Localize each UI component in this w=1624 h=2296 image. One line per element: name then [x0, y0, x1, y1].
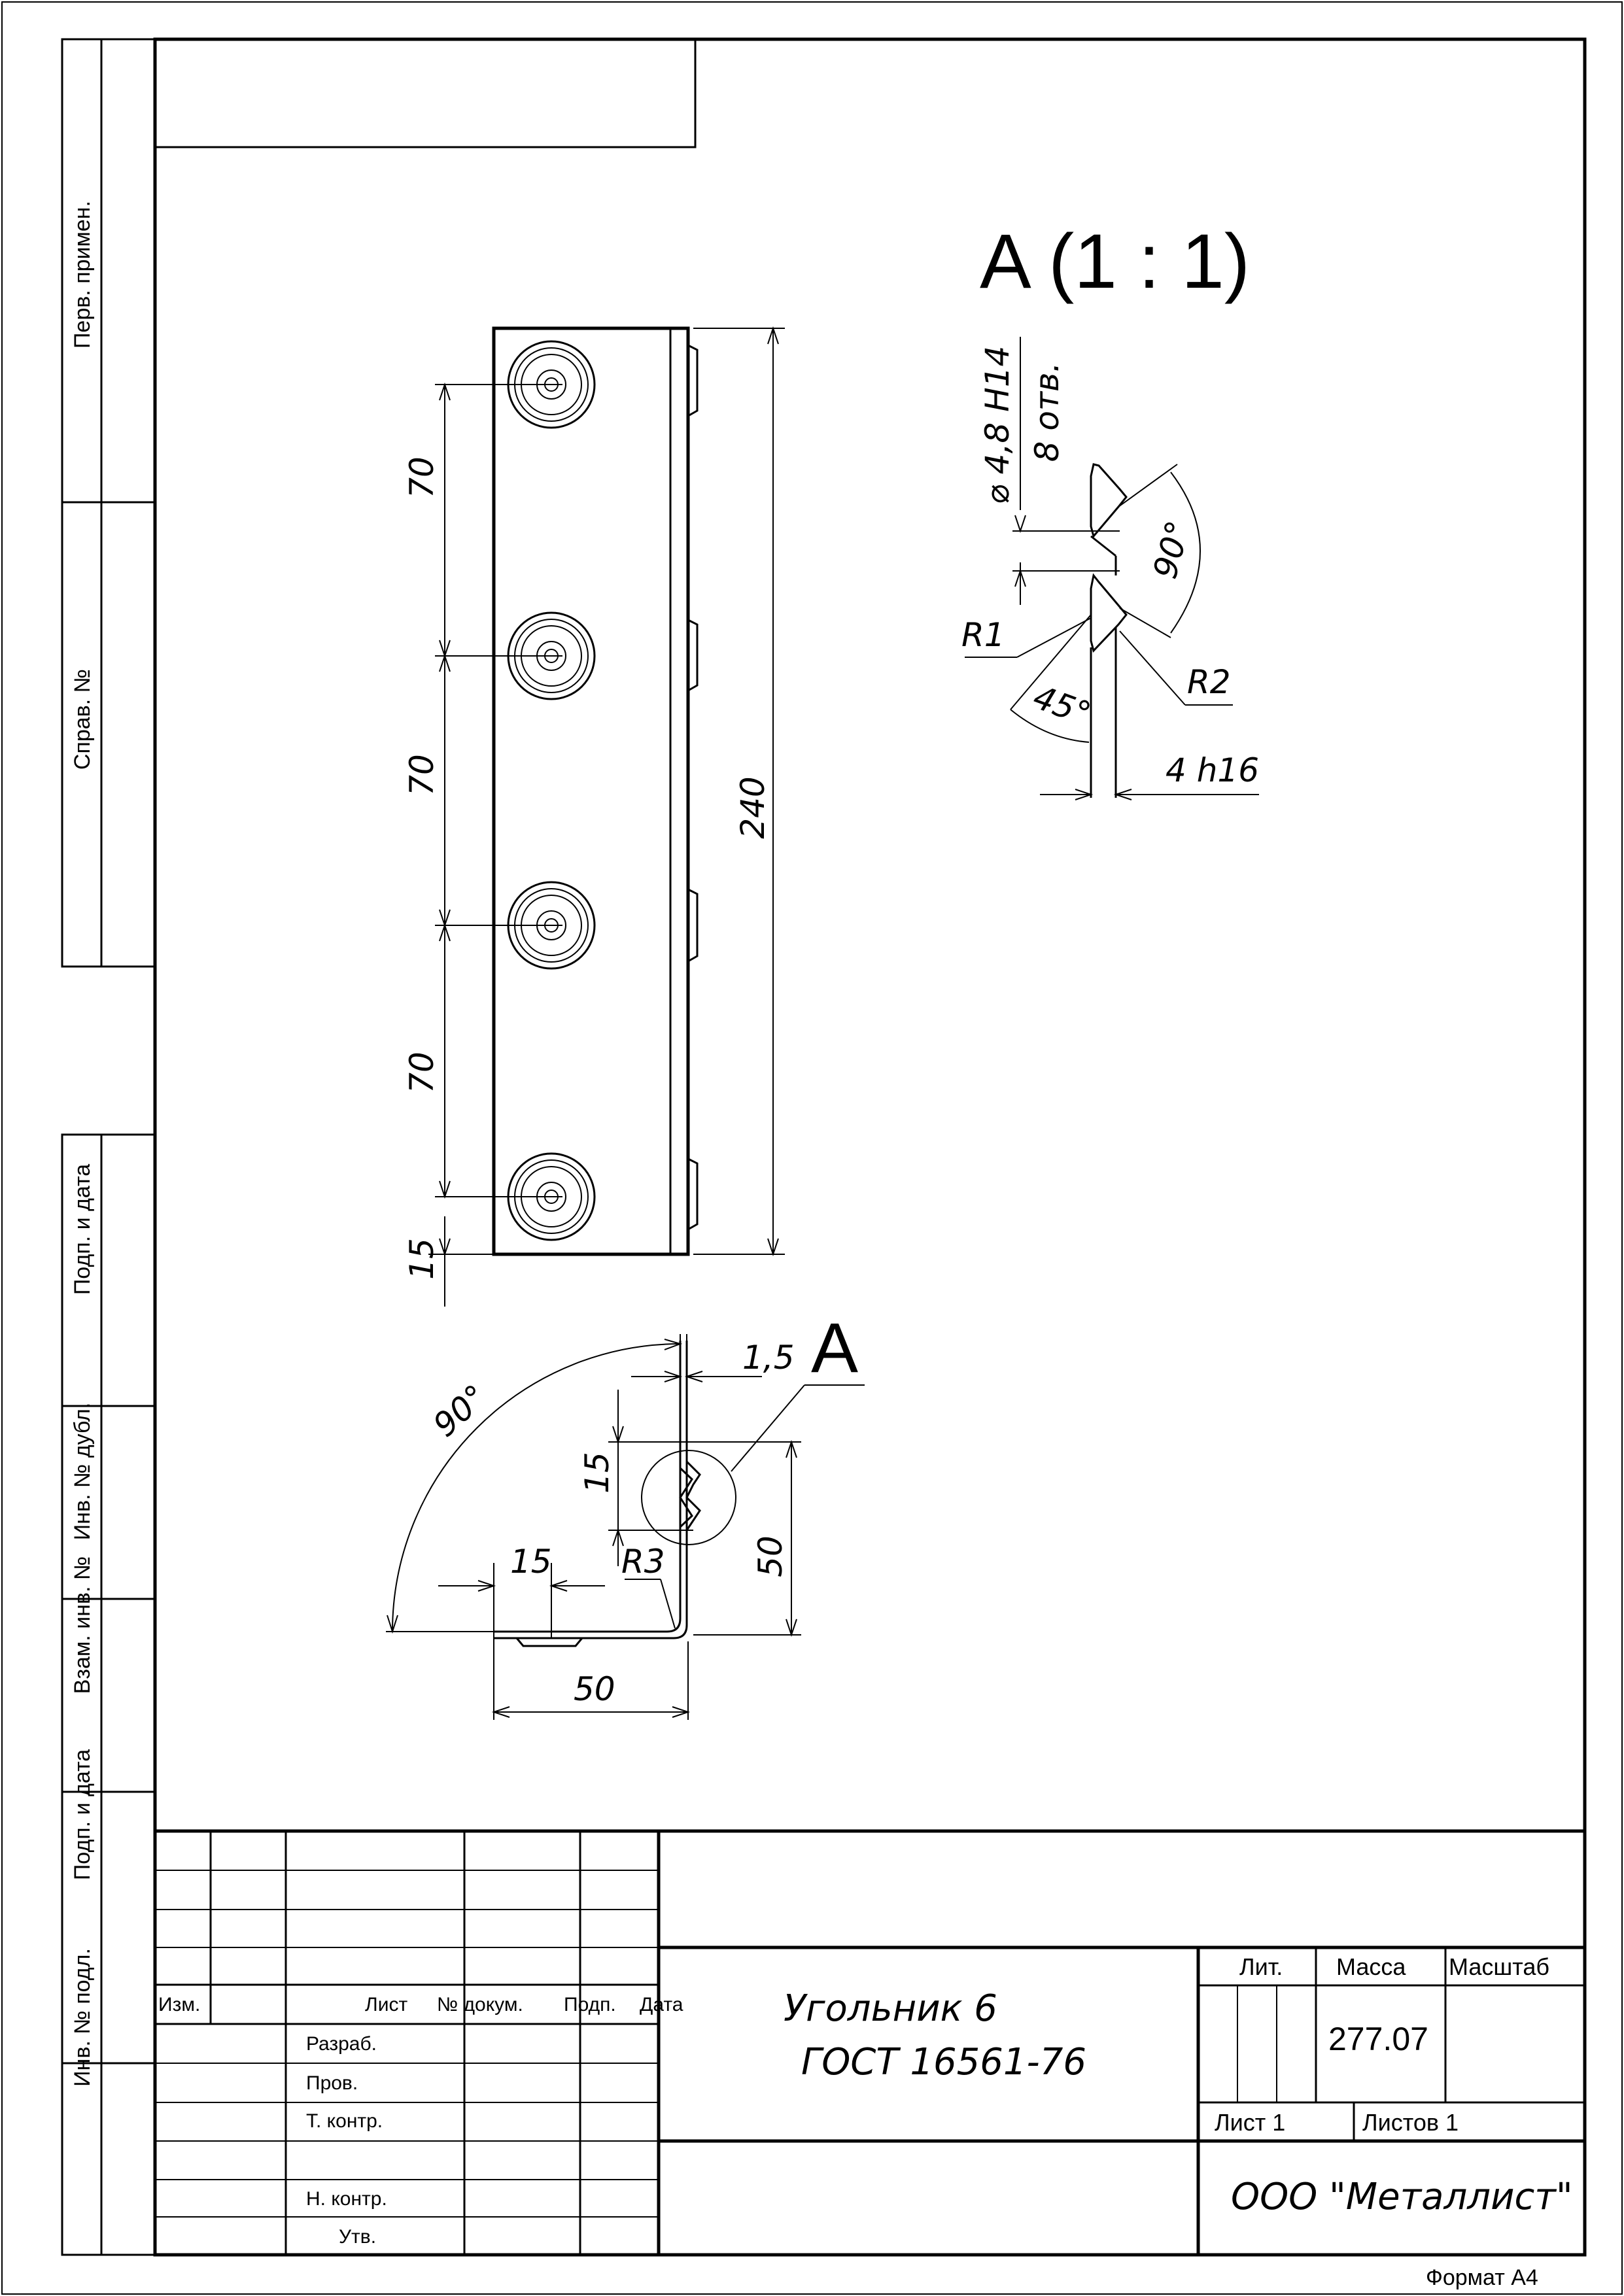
part-standard: ГОСТ 16561-76 — [801, 2041, 1086, 2083]
tb-prov: Пров. — [306, 2072, 358, 2094]
dim-r1: R1 — [961, 616, 1005, 654]
tb-podp: Подп. — [564, 1994, 616, 2015]
tb-sheets: Листов 1 — [1362, 2109, 1459, 2136]
label-perv-primen: Перв. примен. — [70, 201, 95, 349]
label-vzam-inv: Взам. инв. № — [70, 1556, 95, 1694]
tb-razrab: Разраб. — [306, 2033, 377, 2055]
label-podp-data-1: Подп. и дата — [70, 1164, 95, 1295]
tb-utv: Утв. — [339, 2226, 376, 2248]
tb-n-kontr: Н. контр. — [306, 2188, 387, 2210]
dim-thickness: 1,5 — [742, 1339, 795, 1377]
dim-hole-dia: ⌀ 4,8 H14 — [978, 346, 1016, 505]
detail-view-a: A (1 : 1) — [965, 218, 1259, 800]
side-labels: Перв. примен. Справ. № Подп. и дата Инв.… — [70, 201, 95, 2087]
tb-data: Дата — [640, 1994, 683, 2015]
label-inv-podl: Инв. № подл. — [70, 1948, 95, 2087]
dim-hole-height: 15 — [578, 1452, 616, 1494]
section-view — [386, 1334, 865, 1720]
dim-pitch-3: 70 — [403, 1052, 441, 1093]
dim-end-offset: 15 — [403, 1238, 441, 1280]
format-label: Формат А4 — [1426, 2265, 1538, 2290]
dim-r2: R2 — [1187, 663, 1231, 701]
detail-view-dimensions: ⌀ 4,8 H14 8 отв. R1 R2 90° 45° 4 h16 — [961, 346, 1259, 789]
dim-leg-width: 50 — [574, 1670, 615, 1708]
part-name: Угольник 6 — [784, 1987, 997, 2030]
tb-izm: Изм. — [158, 1994, 200, 2015]
section-view-dimensions: A 90° 1,5 15 50 15 R3 50 — [426, 1308, 858, 1708]
dim-hole-offset: 15 — [510, 1543, 552, 1581]
title-block: Изм. Лист № докум. Подп. Дата Разраб. Пр… — [155, 1829, 1585, 2255]
tb-list: Лист — [365, 1994, 407, 2015]
dim-detail-angle-90: 90° — [1146, 517, 1198, 583]
dim-section-angle: 90° — [426, 1377, 494, 1444]
label-podp-data-2: Подп. и дата — [70, 1749, 95, 1880]
tb-masshtab: Масштаб — [1449, 1953, 1549, 1980]
tb-lit: Лит. — [1239, 1953, 1283, 1980]
dim-hole-count: 8 отв. — [1028, 362, 1066, 462]
tb-t-kontr: Т. контр. — [306, 2110, 383, 2132]
dim-overall-length: 240 — [734, 776, 772, 838]
label-sprav-no: Справ. № — [70, 669, 95, 770]
dim-leg-height: 50 — [752, 1535, 789, 1577]
dim-bend-radius: R3 — [621, 1543, 665, 1581]
front-view-dimensions: 70 70 70 15 240 — [403, 456, 772, 1280]
tb-massa: Масса — [1336, 1953, 1406, 1980]
dim-detail-angle-45: 45° — [1028, 678, 1096, 734]
label-inv-dubl: Инв. № дубл. — [70, 1403, 95, 1541]
dim-thickness-h16: 4 h16 — [1166, 751, 1259, 789]
view-label-a: A — [811, 1308, 858, 1387]
tb-mass-value: 277.07 — [1328, 2021, 1428, 2057]
company-name: ООО "Металлист" — [1231, 2176, 1573, 2218]
detail-title: A (1 : 1) — [980, 218, 1250, 305]
tb-sheet: Лист 1 — [1215, 2109, 1285, 2136]
dim-pitch-1: 70 — [403, 456, 441, 498]
dim-pitch-2: 70 — [403, 754, 441, 796]
side-strip-lower — [61, 1133, 156, 2256]
front-view — [428, 326, 785, 1307]
detail-circle-a — [641, 1450, 736, 1545]
tb-docum: № докум. — [437, 1994, 523, 2015]
top-left-stamp — [154, 38, 697, 148]
